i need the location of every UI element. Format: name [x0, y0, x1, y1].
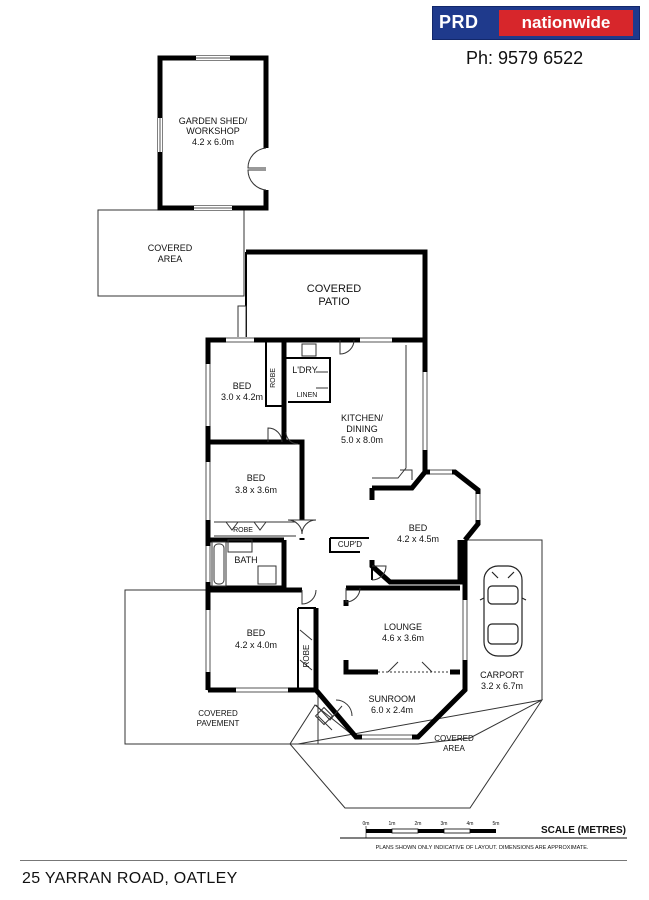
cupd-label: CUP'D	[338, 540, 362, 549]
scale-tick-1: 1m	[389, 821, 396, 827]
covered-area-top-1: COVERED	[148, 243, 193, 253]
carport-size: 3.2 x 6.7m	[481, 681, 523, 691]
lounge-size: 4.6 x 3.6m	[382, 633, 424, 643]
scale-tick-0: 0m	[363, 821, 370, 827]
scale-tick-5: 5m	[493, 821, 500, 827]
footer-divider	[20, 860, 627, 861]
covered-area-bottom-1: COVERED	[434, 734, 474, 743]
doors	[267, 339, 450, 731]
scale-bar: 0m 1m 2m 3m 4m 5m SCALE (METRES) PLANS S…	[340, 821, 627, 851]
property-address: 25 YARRAN ROAD, OATLEY	[22, 870, 238, 887]
robe2-label: ROBE	[233, 527, 253, 534]
lounge-name: LOUNGE	[384, 622, 422, 632]
kitchen-name-1: KITCHEN/	[341, 413, 384, 423]
garden-shed	[157, 55, 269, 211]
bed4-name: BED	[247, 628, 266, 638]
scale-tick-3: 3m	[441, 821, 448, 827]
shed-size: 4.2 x 6.0m	[192, 137, 234, 147]
bath-label: BATH	[234, 555, 257, 565]
robe1-label: ROBE	[270, 368, 277, 388]
laundry-label: L'DRY	[292, 365, 318, 375]
bed2-name: BED	[247, 473, 266, 483]
logo-prd-text: PRD	[439, 12, 479, 32]
scale-disclaimer: PLANS SHOWN ONLY INDICATIVE OF LAYOUT. D…	[376, 845, 589, 851]
covered-pavement-1: COVERED	[198, 709, 238, 718]
bed2-size: 3.8 x 3.6m	[235, 485, 277, 495]
bed1-size: 3.0 x 4.2m	[221, 392, 263, 402]
scale-tick-4: 4m	[467, 821, 474, 827]
covered-area-top-outline	[97, 209, 245, 297]
logo-nationwide-text: nationwide	[499, 10, 633, 36]
kitchen-size: 5.0 x 8.0m	[341, 435, 383, 445]
room-labels: GARDEN SHED/ WORKSHOP 4.2 x 6.0m COVERED…	[148, 116, 525, 753]
scale-title: SCALE (METRES)	[541, 825, 626, 836]
bed3-name: BED	[409, 523, 428, 533]
prd-logo: PRD nationwide	[432, 6, 640, 40]
carport-name: CARPORT	[480, 670, 524, 680]
linen-label: LINEN	[297, 392, 318, 399]
robe3-label: ROBE	[302, 645, 311, 668]
fixtures	[211, 371, 328, 671]
covered-area-bottom-2: AREA	[443, 744, 465, 753]
bed1-name: BED	[233, 381, 252, 391]
shed-name-1: GARDEN SHED/	[179, 116, 248, 126]
phone-number: Ph: 9579 6522	[466, 48, 584, 68]
kitchen-bench	[301, 343, 413, 480]
shed-name-2: WORKSHOP	[186, 126, 240, 136]
covered-area-top-2: AREA	[158, 254, 183, 264]
covered-pavement-2: PAVEMENT	[197, 719, 240, 728]
bed3-size: 4.2 x 4.5m	[397, 534, 439, 544]
patio-name-1: COVERED	[307, 283, 361, 295]
kitchen-name-2: DINING	[346, 424, 378, 434]
scale-tick-2: 2m	[415, 821, 422, 827]
sunroom-name: SUNROOM	[369, 694, 416, 704]
scale-segments	[366, 828, 496, 834]
bed4-size: 4.2 x 4.0m	[235, 640, 277, 650]
car-icon	[479, 565, 527, 657]
windows	[205, 337, 481, 740]
patio-name-2: PATIO	[318, 296, 350, 308]
sunroom-size: 6.0 x 2.4m	[371, 705, 413, 715]
